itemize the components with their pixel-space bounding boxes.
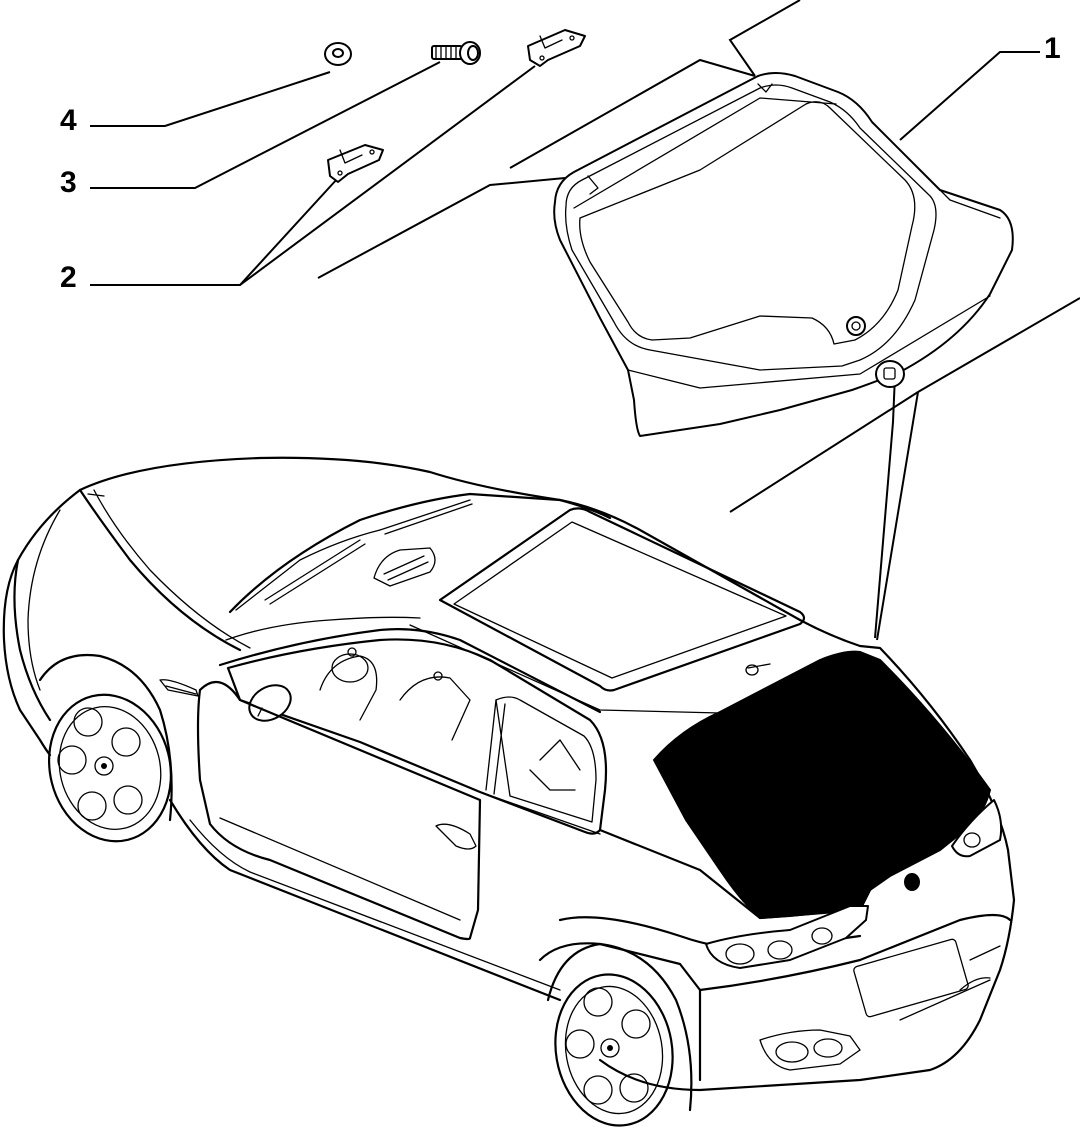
bracket-part-2-upper: [527, 29, 586, 67]
nut-part-4: [324, 42, 352, 66]
leader-line-2a: [90, 177, 339, 286]
rear-wheel: [546, 942, 693, 1127]
rear-window-glass-part-1: [553, 72, 1014, 437]
guide-line-top: [728, 0, 801, 77]
bracket-part-2-lower: [327, 144, 384, 183]
car-illustration: [2, 456, 1016, 1127]
guide-line-left-upper: [509, 58, 756, 169]
front-wheel: [38, 654, 173, 843]
callout-number-2: 2: [60, 261, 77, 294]
callout-number-1: 1: [1044, 32, 1061, 65]
leader-lines: [90, 0, 1080, 641]
callout-number-3: 3: [60, 166, 77, 199]
leader-line-4: [90, 71, 331, 127]
leader-line-1: [899, 51, 1040, 141]
rear-window-highlight: [652, 650, 992, 920]
leader-line-2b: [239, 65, 536, 286]
guide-line-left-lower: [317, 177, 566, 279]
leader-line-3: [90, 61, 441, 189]
callout-number-4: 4: [60, 104, 77, 137]
guide-line-down-a: [874, 374, 896, 639]
bolt-part-3: [431, 41, 481, 65]
guide-line-down-b: [876, 391, 919, 641]
